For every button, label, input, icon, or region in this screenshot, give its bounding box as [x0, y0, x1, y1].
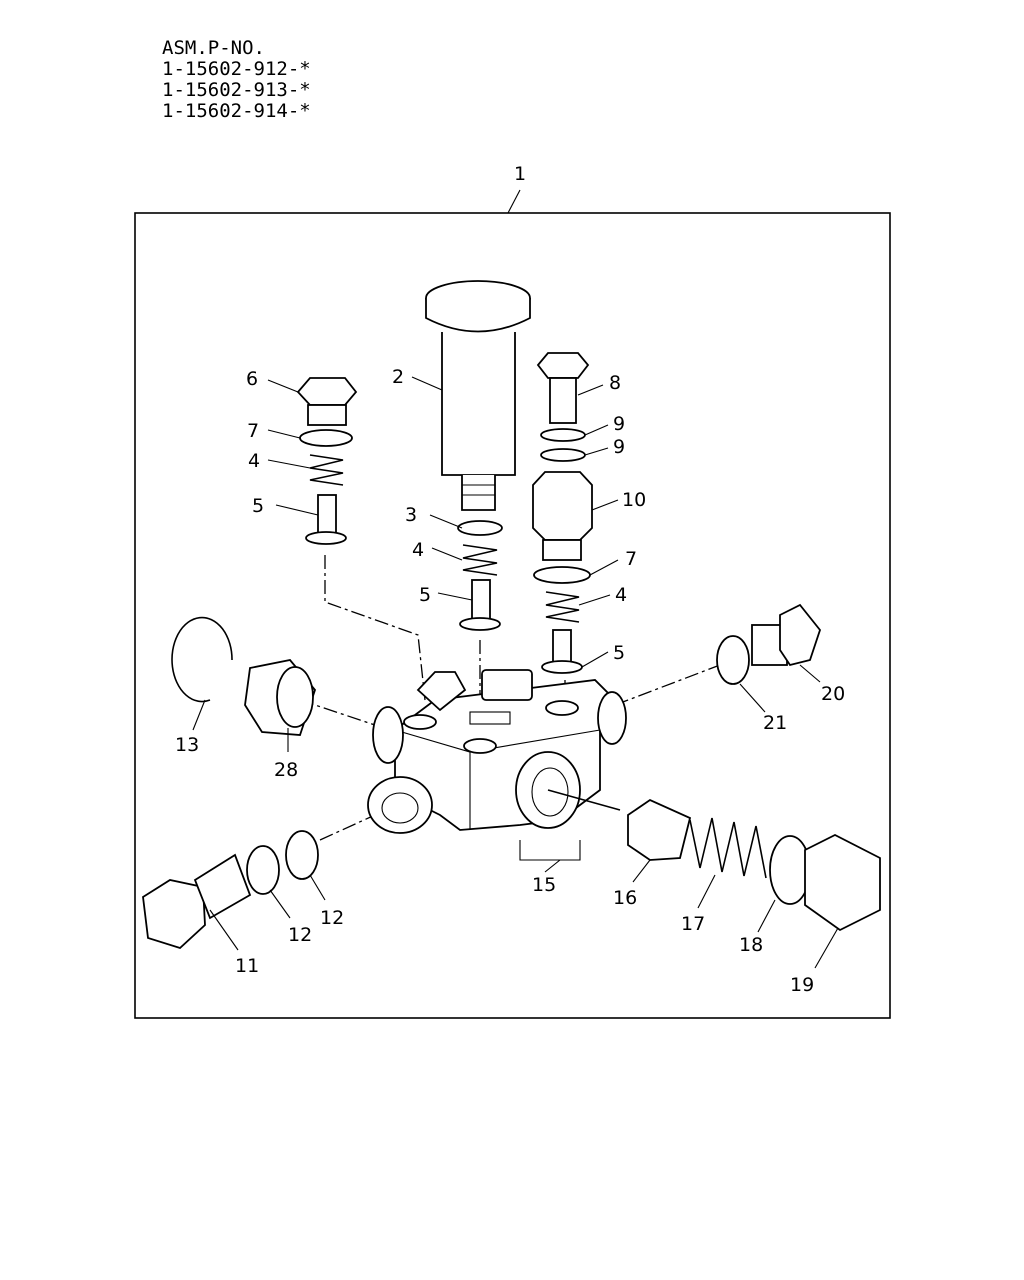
callout-15: 15 — [532, 874, 556, 896]
part-10-union — [532, 471, 593, 561]
part-12-gasket-b — [285, 830, 319, 880]
bracket-15 — [519, 840, 581, 861]
leader-17 — [697, 874, 716, 909]
leader-12b — [309, 874, 326, 901]
leader-1 — [507, 189, 521, 214]
part-11-eye-bolt — [142, 853, 252, 950]
callout-6: 6 — [246, 368, 258, 390]
callout-20: 20 — [821, 683, 845, 705]
callout-13: 13 — [175, 734, 199, 756]
leader-15 — [544, 859, 561, 873]
callout-4-center: 4 — [412, 539, 424, 561]
leader-10 — [591, 499, 619, 511]
part-5-valve-right — [541, 629, 583, 674]
leader-16 — [632, 859, 651, 883]
leader-21 — [739, 683, 766, 713]
callout-9b: 9 — [613, 436, 625, 458]
part-28-strainer — [244, 659, 317, 736]
part-8-bolt — [536, 352, 590, 424]
assembly-title: ASM.P-NO. — [162, 37, 265, 59]
callout-28: 28 — [274, 759, 298, 781]
callout-21: 21 — [763, 712, 787, 734]
part-20-plug — [751, 603, 822, 667]
callout-12b: 12 — [320, 907, 344, 929]
callout-19: 19 — [790, 974, 814, 996]
callout-18: 18 — [739, 934, 763, 956]
leader-4-center — [431, 547, 463, 561]
leader-4-right — [578, 594, 611, 606]
assembly-header: ASM.P-NO. 1-15602-912-* 1-15602-913-* 1-… — [162, 38, 311, 122]
part-9-washer-a — [540, 428, 586, 442]
assembly-frame — [134, 212, 891, 1019]
part-7-gasket-left — [299, 429, 353, 447]
axis-plug-20 — [614, 664, 721, 706]
leader-5-center — [437, 592, 473, 601]
leader-5-left — [275, 504, 319, 516]
callout-16: 16 — [613, 887, 637, 909]
callout-2: 2 — [392, 366, 404, 388]
leader-9a — [584, 424, 609, 436]
callout-7-right: 7 — [625, 548, 637, 570]
part-number-1: 1-15602-912-* — [162, 58, 311, 80]
part-6-plug — [296, 377, 358, 426]
leader-12a — [269, 889, 291, 919]
callout-5-right: 5 — [613, 642, 625, 664]
part-number-2: 1-15602-913-* — [162, 79, 311, 101]
part-15-rod — [547, 789, 621, 811]
leader-4-left — [267, 459, 311, 469]
leader-8 — [577, 384, 604, 396]
callout-7-left: 7 — [247, 420, 259, 442]
leader-18 — [757, 899, 776, 933]
part-18-gasket — [769, 835, 811, 905]
leader-20 — [799, 664, 821, 683]
leader-7-right — [589, 559, 619, 576]
leader-5-right — [581, 651, 609, 668]
leader-9b — [584, 447, 609, 456]
part-19-plug — [804, 833, 881, 932]
callout-11: 11 — [235, 955, 259, 977]
callout-5-center: 5 — [419, 584, 431, 606]
callout-10: 10 — [622, 489, 646, 511]
part-4-spring-right — [545, 591, 580, 623]
part-number-3: 1-15602-914-* — [162, 100, 311, 122]
part-13-snap-ring — [171, 616, 233, 703]
part-3-gasket — [457, 520, 503, 536]
callout-9a: 9 — [613, 413, 625, 435]
part-9-washer-b — [540, 448, 586, 462]
part-5-valve-center — [459, 579, 501, 631]
callout-17: 17 — [681, 913, 705, 935]
callout-12a: 12 — [288, 924, 312, 946]
part-4-spring-left — [309, 454, 344, 486]
leader-19 — [814, 927, 839, 969]
callout-4-left: 4 — [248, 450, 260, 472]
leader-13 — [192, 699, 206, 731]
part-16-piston — [627, 798, 692, 861]
part-7-gasket-right — [533, 566, 591, 584]
part-4-spring-center — [462, 544, 498, 576]
part-2-priming-pump — [425, 280, 531, 511]
pump-body — [367, 669, 627, 834]
axis-eye-bolt — [319, 814, 376, 841]
leader-7-left — [267, 429, 301, 439]
part-5-valve-left — [305, 494, 347, 545]
leader-6 — [267, 379, 299, 393]
part-17-spring — [689, 817, 767, 879]
axis-left-valve — [324, 555, 426, 701]
callout-4-right: 4 — [615, 584, 627, 606]
callout-8: 8 — [609, 372, 621, 394]
leader-2 — [411, 376, 443, 391]
callout-3: 3 — [405, 504, 417, 526]
callout-1: 1 — [514, 163, 526, 185]
leader-11 — [209, 909, 239, 951]
part-21-gasket — [716, 635, 750, 685]
leader-3 — [429, 514, 463, 529]
callout-5-left: 5 — [252, 495, 264, 517]
part-12-gasket-a — [246, 845, 280, 895]
